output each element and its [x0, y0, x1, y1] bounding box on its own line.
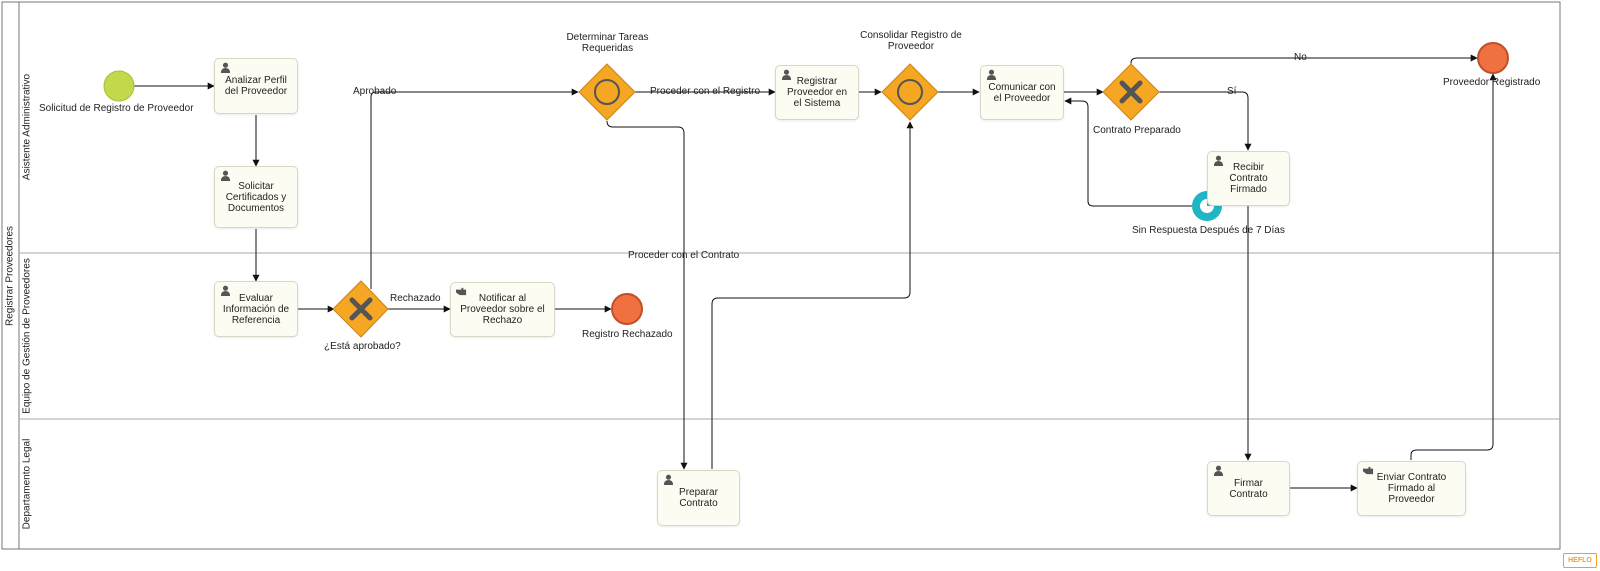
- task-solicitar[interactable]: Solicitar Certificados y Documentos: [214, 166, 298, 228]
- task-label: Preparar Contrato: [679, 487, 718, 509]
- task-label: Firmar Contrato: [1229, 477, 1268, 500]
- task-label: Enviar Contrato Firmado al Proveedor: [1376, 472, 1447, 505]
- task-comunicar[interactable]: Comunicar con el Proveedor: [980, 65, 1064, 120]
- end-event-registrado[interactable]: [1477, 42, 1509, 74]
- flow-timer-comunicar[interactable]: [1064, 97, 1192, 207]
- task-label: Evaluar Información de Referencia: [222, 292, 290, 326]
- hand-pointer-icon: [1363, 466, 1374, 475]
- flow-aprobado[interactable]: [370, 88, 579, 289]
- task-label: Comunicar con el Proveedor: [988, 81, 1056, 104]
- user-icon: [220, 62, 231, 73]
- user-icon: [220, 285, 231, 296]
- gateway-determinar[interactable]: [578, 63, 636, 121]
- task-label: Registrar Proveedor en el Sistema: [786, 76, 848, 109]
- start-event-label: Solicitud de Registro de Proveedor: [39, 103, 194, 114]
- gateway-consolidar[interactable]: [881, 63, 939, 121]
- task-label: Notificar al Proveedor sobre el Rechazo: [460, 293, 545, 326]
- task-preparar[interactable]: Preparar Contrato: [657, 470, 740, 526]
- user-icon: [663, 474, 674, 485]
- user-icon: [1213, 465, 1224, 476]
- user-icon: [220, 170, 231, 181]
- end-registrado-label: Proveedor Registrado: [1443, 77, 1541, 88]
- end-event-rechazado[interactable]: [611, 293, 643, 325]
- flow-preparar-consolidar[interactable]: [711, 121, 914, 469]
- end-rechazado-label: Registro Rechazado: [582, 329, 673, 340]
- flow-label-rechazado: Rechazado: [390, 293, 441, 304]
- flow-label-si: Sí: [1227, 86, 1237, 97]
- user-icon: [986, 69, 997, 80]
- lane-asistente: Asistente Administrativo: [21, 73, 33, 181]
- pool-title: Registrar Proveedores: [4, 225, 16, 327]
- flow-si[interactable]: [1159, 91, 1252, 151]
- lane-equipo: Equipo de Gestión de Proveedores: [21, 258, 33, 414]
- gateway-determinar-label: Determinar Tareas Requeridas: [566, 32, 649, 54]
- sequence-flows: [134, 54, 1497, 492]
- flow-enviar-end[interactable]: [1410, 73, 1497, 460]
- task-analizar[interactable]: Analizar Perfil del Proveedor: [214, 58, 298, 114]
- task-notificar[interactable]: Notificar al Proveedor sobre el Rechazo: [450, 282, 555, 337]
- exclusive-x-icon: [349, 297, 373, 321]
- task-registrar[interactable]: Registrar Proveedor en el Sistema: [775, 65, 859, 120]
- lane-legal: Departamento Legal: [21, 438, 33, 530]
- heflo-logo: HEFLO: [1563, 553, 1597, 568]
- task-enviar[interactable]: Enviar Contrato Firmado al Proveedor: [1357, 461, 1466, 516]
- task-label: Solicitar Certificados y Documentos: [225, 180, 287, 214]
- task-label: Recibir Contrato Firmado: [1229, 162, 1268, 195]
- flow-no[interactable]: [1130, 54, 1478, 64]
- gateway-contrato[interactable]: [1102, 63, 1160, 121]
- flow-proceder-contrato[interactable]: [606, 120, 688, 470]
- gateway-contrato-label: Contrato Preparado: [1093, 125, 1181, 136]
- flow-label-no: No: [1294, 52, 1307, 63]
- task-firmar[interactable]: Firmar Contrato: [1207, 461, 1290, 516]
- gateway-aprobado[interactable]: [332, 280, 389, 338]
- start-event[interactable]: [103, 70, 135, 102]
- user-icon: [781, 69, 792, 80]
- inclusive-circle-icon: [594, 79, 620, 105]
- pool-border: [1, 1, 1561, 550]
- gateway-consolidar-label: Consolidar Registro de Proveedor: [860, 30, 962, 52]
- task-label: Analizar Perfil del Proveedor: [224, 75, 288, 97]
- timer-event-label: Sin Respuesta Después de 7 Días: [1132, 225, 1285, 236]
- flow-label-proceder-registro: Proceder con el Registro: [650, 86, 761, 97]
- flow-label-aprobado: Aprobado: [353, 86, 397, 97]
- flow-label-proceder-contrato: Proceder con el Contrato: [628, 250, 740, 261]
- gateway-aprobado-label: ¿Está aprobado?: [324, 341, 401, 352]
- exclusive-x-icon: [1119, 80, 1143, 104]
- hand-pointer-icon: [456, 287, 467, 296]
- task-evaluar[interactable]: Evaluar Información de Referencia: [214, 281, 298, 337]
- inclusive-circle-icon: [897, 79, 923, 105]
- task-recibir[interactable]: Recibir Contrato Firmado: [1207, 151, 1290, 206]
- user-icon: [1213, 155, 1224, 166]
